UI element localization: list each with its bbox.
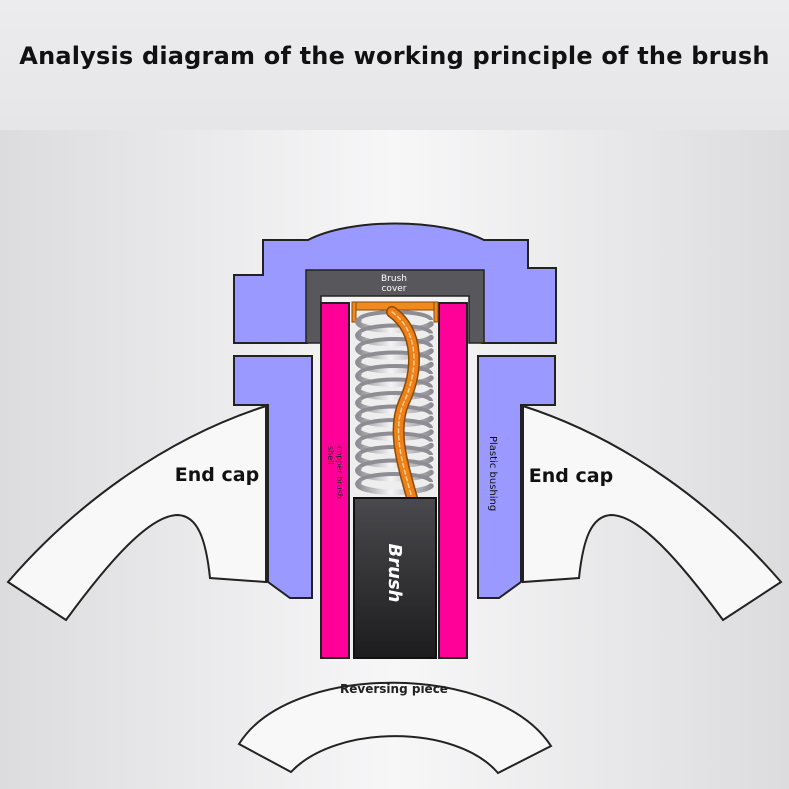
brush-holder-bottom xyxy=(233,355,313,599)
spring-coil-back xyxy=(357,323,433,335)
plastic-bushing xyxy=(438,302,468,659)
label-copper-brush-shell-line1: copper brush xyxy=(335,446,344,499)
spring-coil-back xyxy=(357,337,433,348)
label-brush-cover-line1: Brush xyxy=(381,274,407,284)
cap-plate-lip-right xyxy=(433,301,439,323)
end-cap-left xyxy=(6,404,267,622)
brush-cover xyxy=(305,269,485,344)
end-cap-right xyxy=(522,404,783,622)
label-plastic-bushing: Plastic bushing xyxy=(487,436,498,511)
spring-coil-back xyxy=(357,377,433,389)
label-end-cap-right: End cap xyxy=(529,465,613,487)
label-end-cap-left: End cap xyxy=(175,464,259,486)
label-brush: Brush xyxy=(384,544,405,603)
cap-plate-lip-left xyxy=(351,301,357,323)
page-title: Analysis diagram of the working principl… xyxy=(19,42,770,70)
spring-coil-back xyxy=(357,391,433,402)
header-band xyxy=(0,0,789,130)
spring-coil-back xyxy=(357,458,433,470)
carbon-brush xyxy=(353,497,437,659)
spring-coil-back xyxy=(357,350,433,362)
spring-coil-back xyxy=(357,404,433,416)
spring-coil-back xyxy=(357,472,433,483)
copper-brush-shell xyxy=(320,302,350,659)
copper-wire xyxy=(386,306,420,504)
spring-coil-back xyxy=(357,364,433,375)
label-brush-cover-line2: cover xyxy=(381,284,406,294)
reversing-piece xyxy=(237,681,553,775)
spring-coil xyxy=(355,479,434,495)
brush-holder-bottom-right xyxy=(477,355,556,599)
label-reversing-piece: Reversing piece xyxy=(340,682,448,696)
label-copper-brush-shell-line2: shell xyxy=(326,446,335,465)
